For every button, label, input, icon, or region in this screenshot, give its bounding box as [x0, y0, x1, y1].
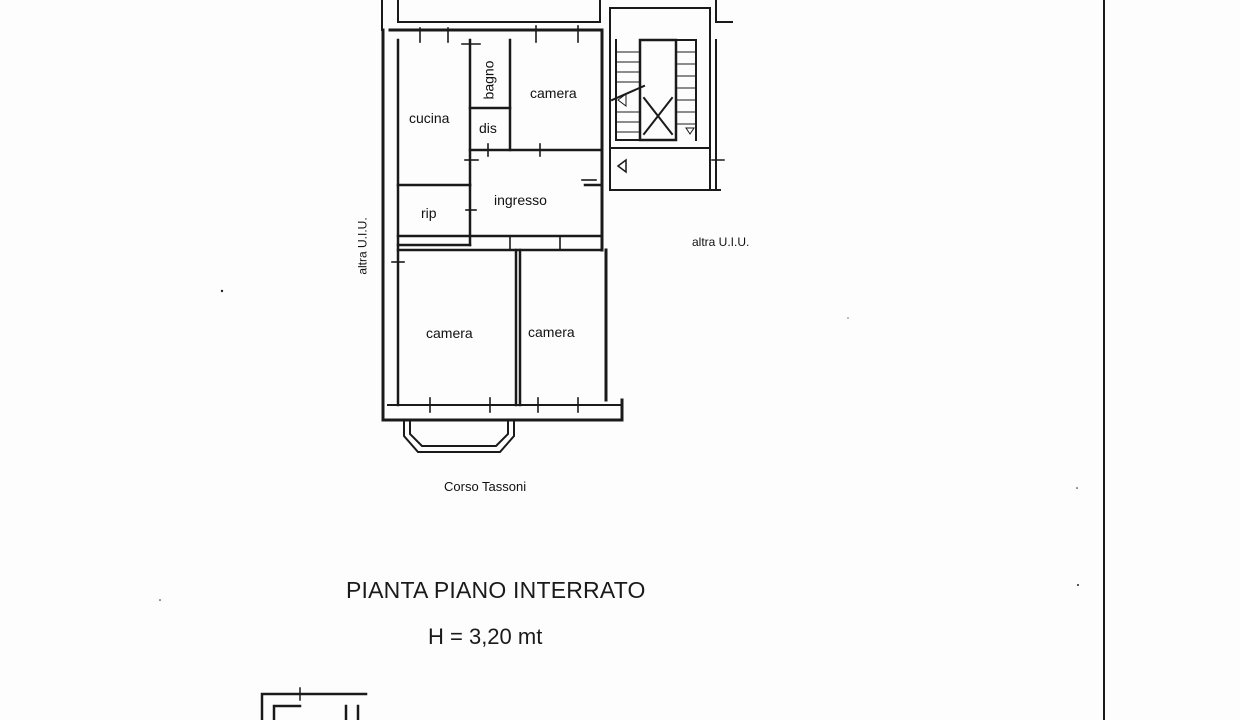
outer-walls — [381, 28, 624, 422]
room-label-cucina: cucina — [409, 110, 450, 126]
bay-window — [403, 419, 515, 453]
floor-title: PIANTA PIANO INTERRATO — [346, 577, 646, 603]
label-street: Corso Tassoni — [444, 479, 527, 494]
room-label-dis: dis — [479, 120, 497, 136]
openings — [391, 25, 597, 413]
top-fragment — [381, 0, 733, 31]
room-label-rip: rip — [421, 205, 437, 221]
room-label-camera-left: camera — [426, 325, 473, 341]
label-altra-uiu-left: altra U.I.U. — [355, 217, 370, 275]
label-altra-uiu-right: altra U.I.U. — [692, 235, 750, 249]
room-label-camera-right: camera — [528, 324, 575, 340]
stairwell — [609, 7, 725, 191]
room-label-bagno: bagno — [480, 60, 497, 100]
room-label-ingresso: ingresso — [494, 192, 547, 208]
bottom-fragment — [260, 687, 368, 720]
height-note: H = 3,20 mt — [428, 624, 543, 649]
scan-specks — [159, 289, 1079, 601]
interior-walls — [396, 38, 604, 407]
room-label-camera-top: camera — [530, 85, 577, 101]
